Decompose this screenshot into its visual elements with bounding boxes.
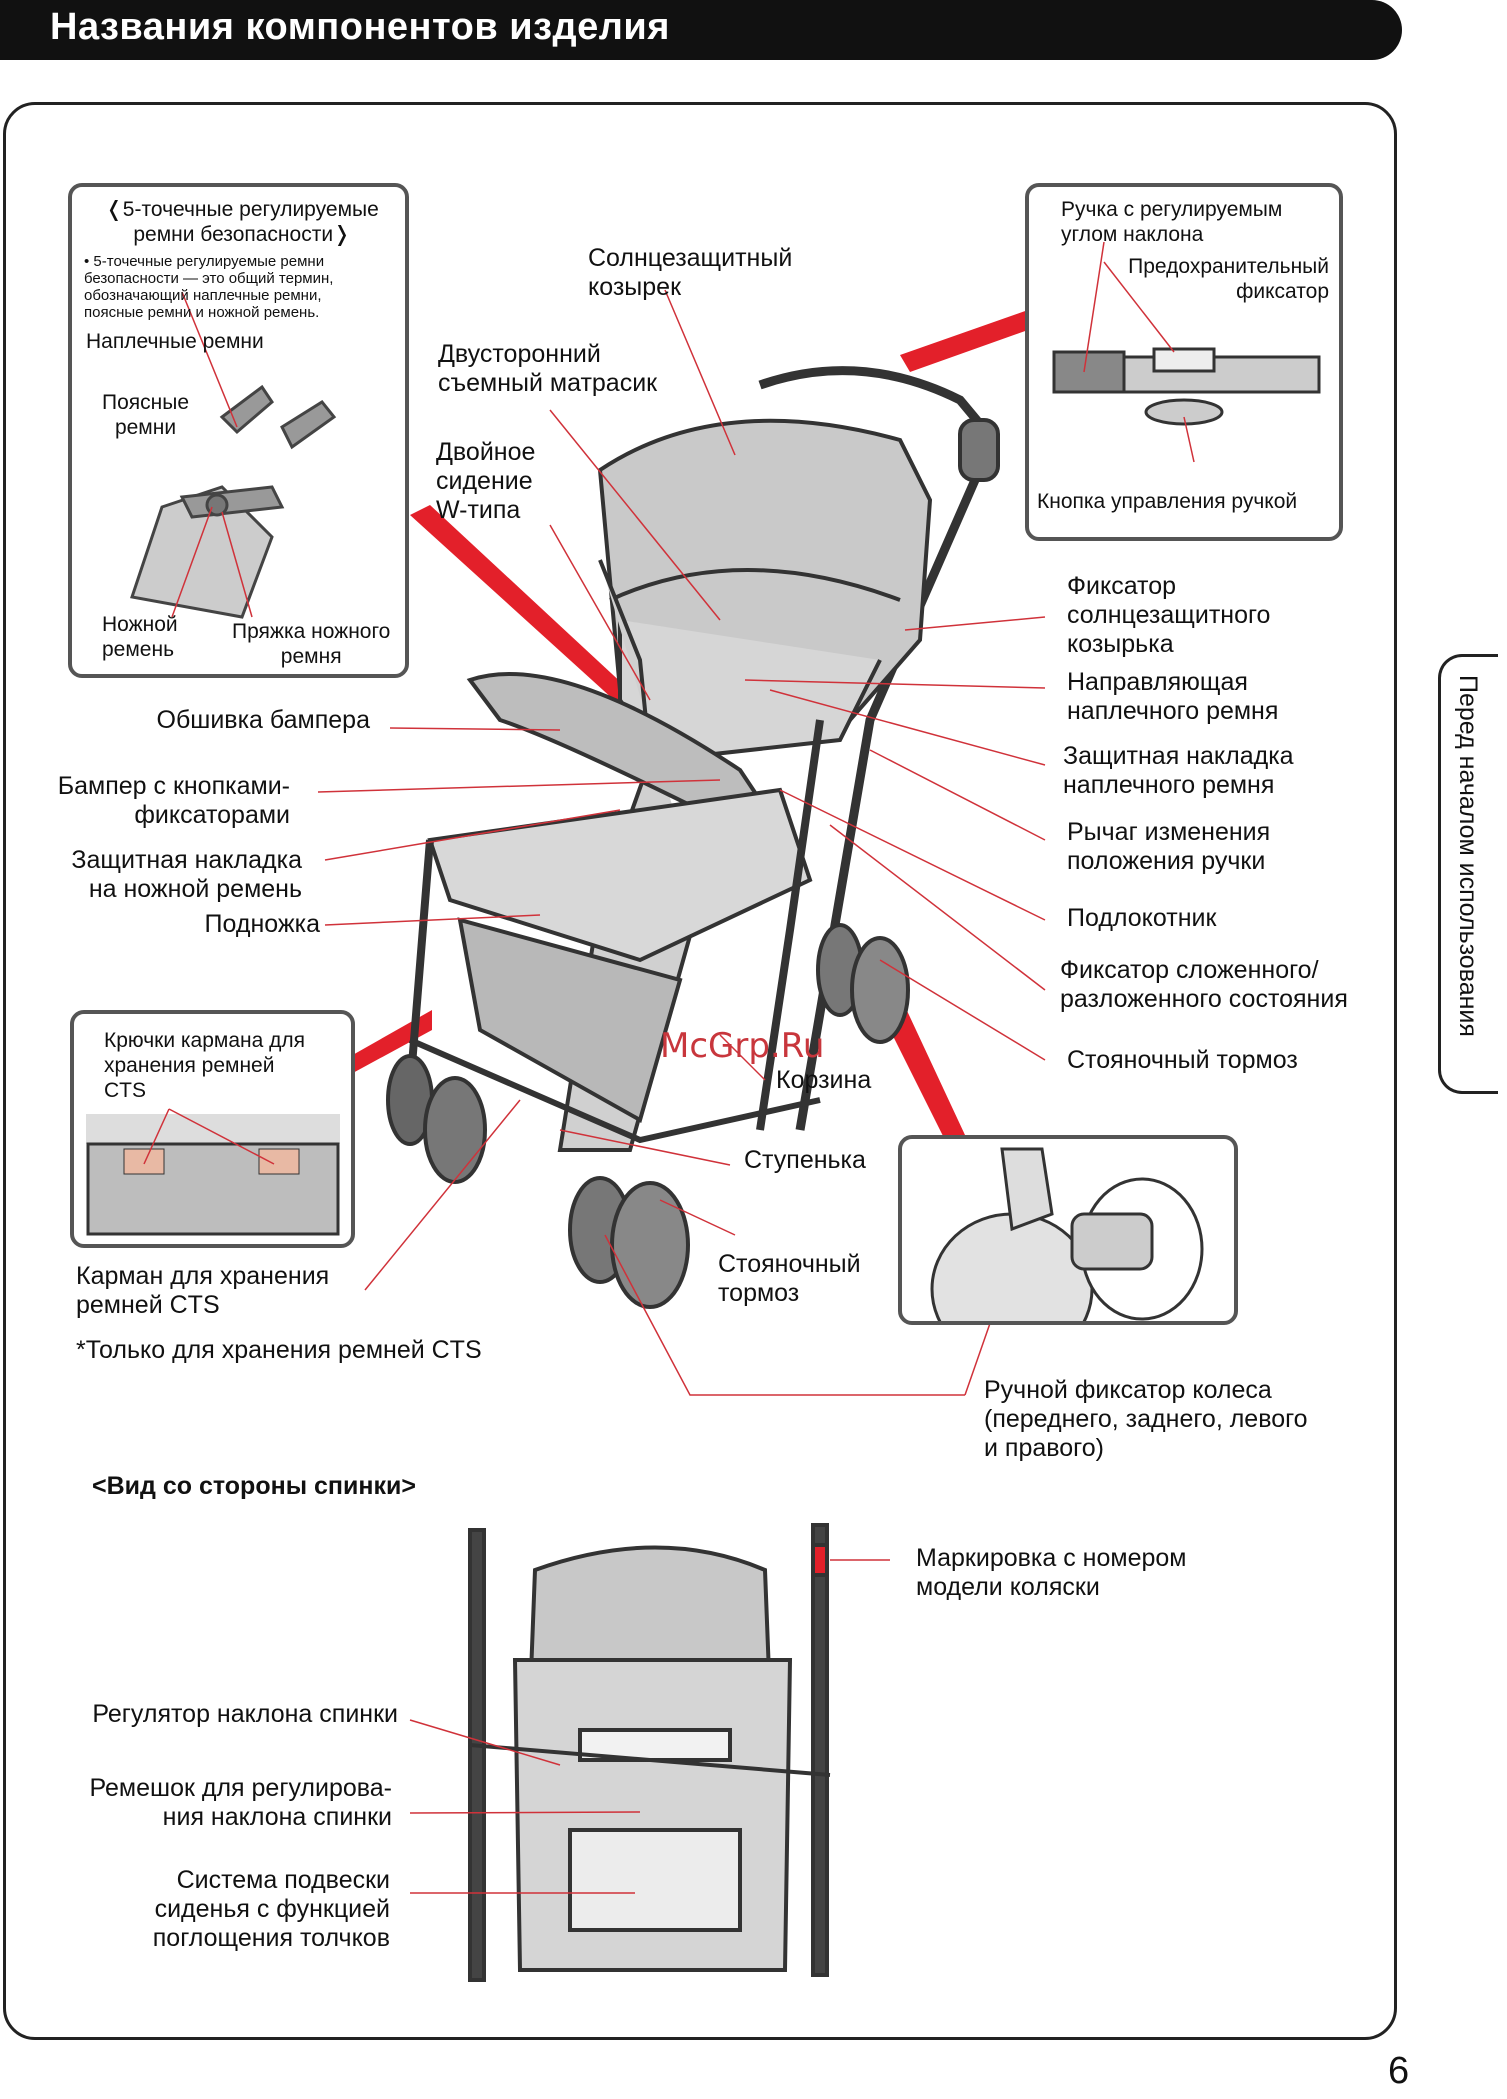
crotch-pad-label: Защитная накладка на ножной ремень <box>71 846 302 903</box>
crotch-strap-label: Ножной ремень <box>102 613 178 661</box>
model-label: Маркировка с номером модели коляски <box>916 1544 1187 1601</box>
bumper-cover-label: Обшивка бампера <box>156 706 371 734</box>
pocket-inset: Крючки кармана для хранения ремней CTS <box>70 1010 355 1248</box>
basket-label: Корзина <box>776 1066 872 1094</box>
content-frame <box>3 102 1397 2040</box>
parking-brake-left-label: Стояночный тормоз <box>718 1250 861 1307</box>
page-header: Названия компонентов изделия <box>0 0 1402 60</box>
crotch-buckle-label: Пряжка ножного ремня <box>232 620 391 668</box>
waist-straps-label: Поясные ремни <box>102 391 190 439</box>
handle-callout-beam <box>900 310 1028 372</box>
pocket-label: Карман для хранения ремней CTS <box>76 1262 330 1319</box>
shoulder-straps-label: Наплечные ремни <box>86 330 264 353</box>
shoulder-guide-label: Направляющая наплечного ремня <box>1067 668 1279 725</box>
wheel-lock-label: Ручной фиксатор колеса (переднего, задне… <box>984 1376 1308 1462</box>
watermark: McGrp.Ru <box>660 1026 825 1066</box>
canopy-lock-label: Фиксатор солнцезащитного козырька <box>1067 572 1271 658</box>
back-view-title: <Вид со стороны спинки> <box>92 1472 416 1500</box>
harness-inset: ❬5-точечные регулируемые ремни безопасно… <box>68 183 409 678</box>
page-number: 6 <box>1388 2050 1410 2092</box>
handle-drawing <box>1052 241 1321 463</box>
handle-button-label: Кнопка управления ручкой <box>1037 490 1298 513</box>
wheel-lock-inset <box>898 1135 1238 1325</box>
armrest-label: Подлокотник <box>1067 904 1217 932</box>
recline-label: Регулятор наклона спинки <box>92 1700 398 1728</box>
section-tab-label: Перед началом использования <box>1454 675 1482 1037</box>
harness-note: • 5-точечные регулируемые ремни безопасн… <box>84 253 334 321</box>
canopy-label: Солнцезащитный козырек <box>588 244 793 301</box>
pocket-hooks-label: Крючки кармана для хранения ремней CTS <box>104 1029 306 1102</box>
shoulder-pad-label: Защитная накладка наплечного ремня <box>1063 742 1294 799</box>
pocket-drawing <box>86 1108 340 1236</box>
stroller-drawing <box>386 366 1000 1309</box>
handle-label: Ручка с регулируемым углом наклона <box>1061 198 1283 246</box>
harness-title: ❬5-точечные регулируемые ремни безопасно… <box>105 198 379 246</box>
fold-lock-label: Фиксатор сложенного/ разложенного состоя… <box>1060 956 1348 1013</box>
bumper-label: Бампер с кнопками- фиксаторами <box>57 772 290 829</box>
suspension-label: Система подвески сиденья с функцией погл… <box>152 1866 390 1952</box>
step-label: Ступенька <box>744 1146 866 1174</box>
mattress-label: Двусторонний съемный матрасик <box>438 340 658 397</box>
seat-label: Двойное сидение W-типа <box>436 438 536 524</box>
page-title: Названия компонентов изделия <box>50 6 670 48</box>
wheel-lock-drawing <box>930 1147 1204 1321</box>
section-tab: Перед началом использования <box>1438 654 1498 1094</box>
recline-strap-label: Ремешок для регулирова- ния наклона спин… <box>89 1774 392 1831</box>
handle-lever-label: Рычаг изменения положения ручки <box>1067 818 1271 875</box>
back-leader-lines <box>409 1559 890 1894</box>
parking-brake-right-label: Стояночный тормоз <box>1067 1046 1298 1074</box>
harness-callout-beam <box>410 505 640 710</box>
back-view-drawing <box>468 1523 831 1982</box>
footrest-label: Подножка <box>204 910 320 938</box>
leader-lines <box>317 289 1046 1396</box>
pocket-note: *Только для хранения ремней CTS <box>76 1336 482 1364</box>
pocket-callout-beam <box>335 1010 432 1080</box>
handle-inset: Ручка с регулируемым углом наклона Предо… <box>1025 183 1343 541</box>
safety-lock-label: Предохранительный фиксатор <box>1128 255 1329 303</box>
harness-drawing <box>130 291 337 619</box>
